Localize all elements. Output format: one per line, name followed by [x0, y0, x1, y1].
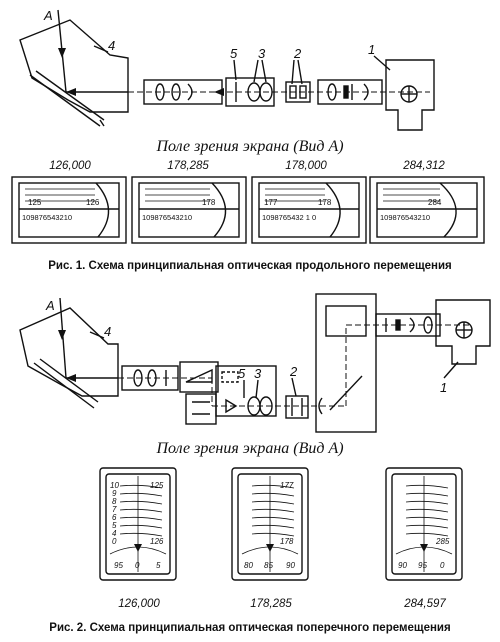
fig1-screen4-mark-right: 284	[428, 198, 442, 207]
fig1-optical-scheme: A 4 5 3 2 1	[19, 8, 435, 131]
fig2-left-scale-6: 6	[112, 513, 117, 522]
fig2-callout-1: 1	[440, 380, 447, 395]
fig2-screen1-dial-a: 95	[114, 561, 123, 570]
fig2-callout-5: 5	[238, 366, 246, 381]
fig2-left-scale-10: 10	[110, 481, 119, 490]
fig1-view-arrow-label: A	[43, 8, 53, 23]
fig1-screen1-mark-right: 126	[86, 198, 100, 207]
fig1-field-title: Поле зрения экрана (Вид А)	[156, 138, 344, 155]
fig2-screen1-dial-b: 0	[135, 561, 140, 570]
fig2-screen3-dial-c: 0	[440, 561, 445, 570]
fig1-screen3-mark-left: 177	[264, 198, 278, 207]
fig2-screen2-reading: 178,285	[250, 598, 292, 610]
fig2-field-title: Поле зрения экрана (Вид А)	[156, 440, 344, 457]
fig2-screen3-dial-b: 95	[418, 561, 427, 570]
fig2-screens: 10 9 8 7 6 5 4 0 125 126 95 0 5 177 178 …	[99, 467, 463, 581]
fig1-screen2-scale: 109876543210	[142, 213, 192, 222]
fig1-screen3-mark-right: 178	[318, 198, 332, 207]
fig1-screen3-reading: 178,000	[285, 160, 327, 172]
fig1-screen1-reading: 126,000	[49, 160, 91, 172]
fig2-left-scale-5: 5	[112, 521, 117, 530]
fig2-screen2-top-mark: 177	[280, 481, 294, 490]
fig2-screen2-dial-a: 80	[244, 561, 253, 570]
fig1-screen1-mark-left: 125	[28, 198, 42, 207]
fig1-screens: 125 126 109876543210 178 109876543210 17…	[11, 176, 485, 244]
fig2-left-scale-0: 0	[112, 537, 117, 546]
fig1-screen3-scale: 1098765432 1 0	[262, 213, 316, 222]
fig1-callout-4: 4	[108, 38, 115, 53]
fig2-screen3-bottom-mark: 285	[435, 537, 450, 546]
fig1-callout-3: 3	[258, 46, 266, 61]
fig2-callout-3: 3	[254, 366, 262, 381]
fig2-left-scale-8: 8	[112, 497, 117, 506]
fig2-screen2-bottom-mark: 178	[280, 537, 294, 546]
fig1-callout-2: 2	[293, 46, 302, 61]
fig1-screen2-mark-right: 178	[202, 198, 216, 207]
fig2-screen1-top-mark: 125	[150, 481, 164, 490]
fig1-callout-5: 5	[230, 46, 238, 61]
fig2-optical-scheme: A 4 5 3 2 1	[19, 293, 491, 433]
fig2-callout-2: 2	[289, 364, 298, 379]
fig2-screen3-reading: 284,597	[404, 598, 446, 610]
fig2-view-arrow-label: A	[45, 298, 55, 313]
fig2-screen2-dial-c: 90	[286, 561, 295, 570]
fig2-screen1-bottom-mark: 126	[150, 537, 164, 546]
fig2-left-scale-7: 7	[112, 505, 117, 514]
fig1-screen4-scale: 109876543210	[380, 213, 430, 222]
fig2-left-scale-9: 9	[112, 489, 117, 498]
fig1-screen4-reading: 284,312	[403, 160, 445, 172]
fig1-caption: Рис. 1. Схема принципиальная оптическая …	[48, 260, 452, 272]
fig2-screen2-dial-b: 85	[264, 561, 273, 570]
fig2-screen3-dial-a: 90	[398, 561, 407, 570]
fig2-caption: Рис. 2. Схема принципиальная оптическая …	[49, 622, 451, 634]
fig1-screen1-scale: 109876543210	[22, 213, 72, 222]
fig1-callout-1: 1	[368, 42, 375, 57]
fig2-screen1-reading: 126,000	[118, 598, 160, 610]
fig2-callout-4: 4	[104, 324, 111, 339]
fig2-screen1-dial-c: 5	[156, 561, 161, 570]
fig1-screen2-reading: 178,285	[167, 160, 209, 172]
fig2-left-scale-4: 4	[112, 529, 117, 538]
